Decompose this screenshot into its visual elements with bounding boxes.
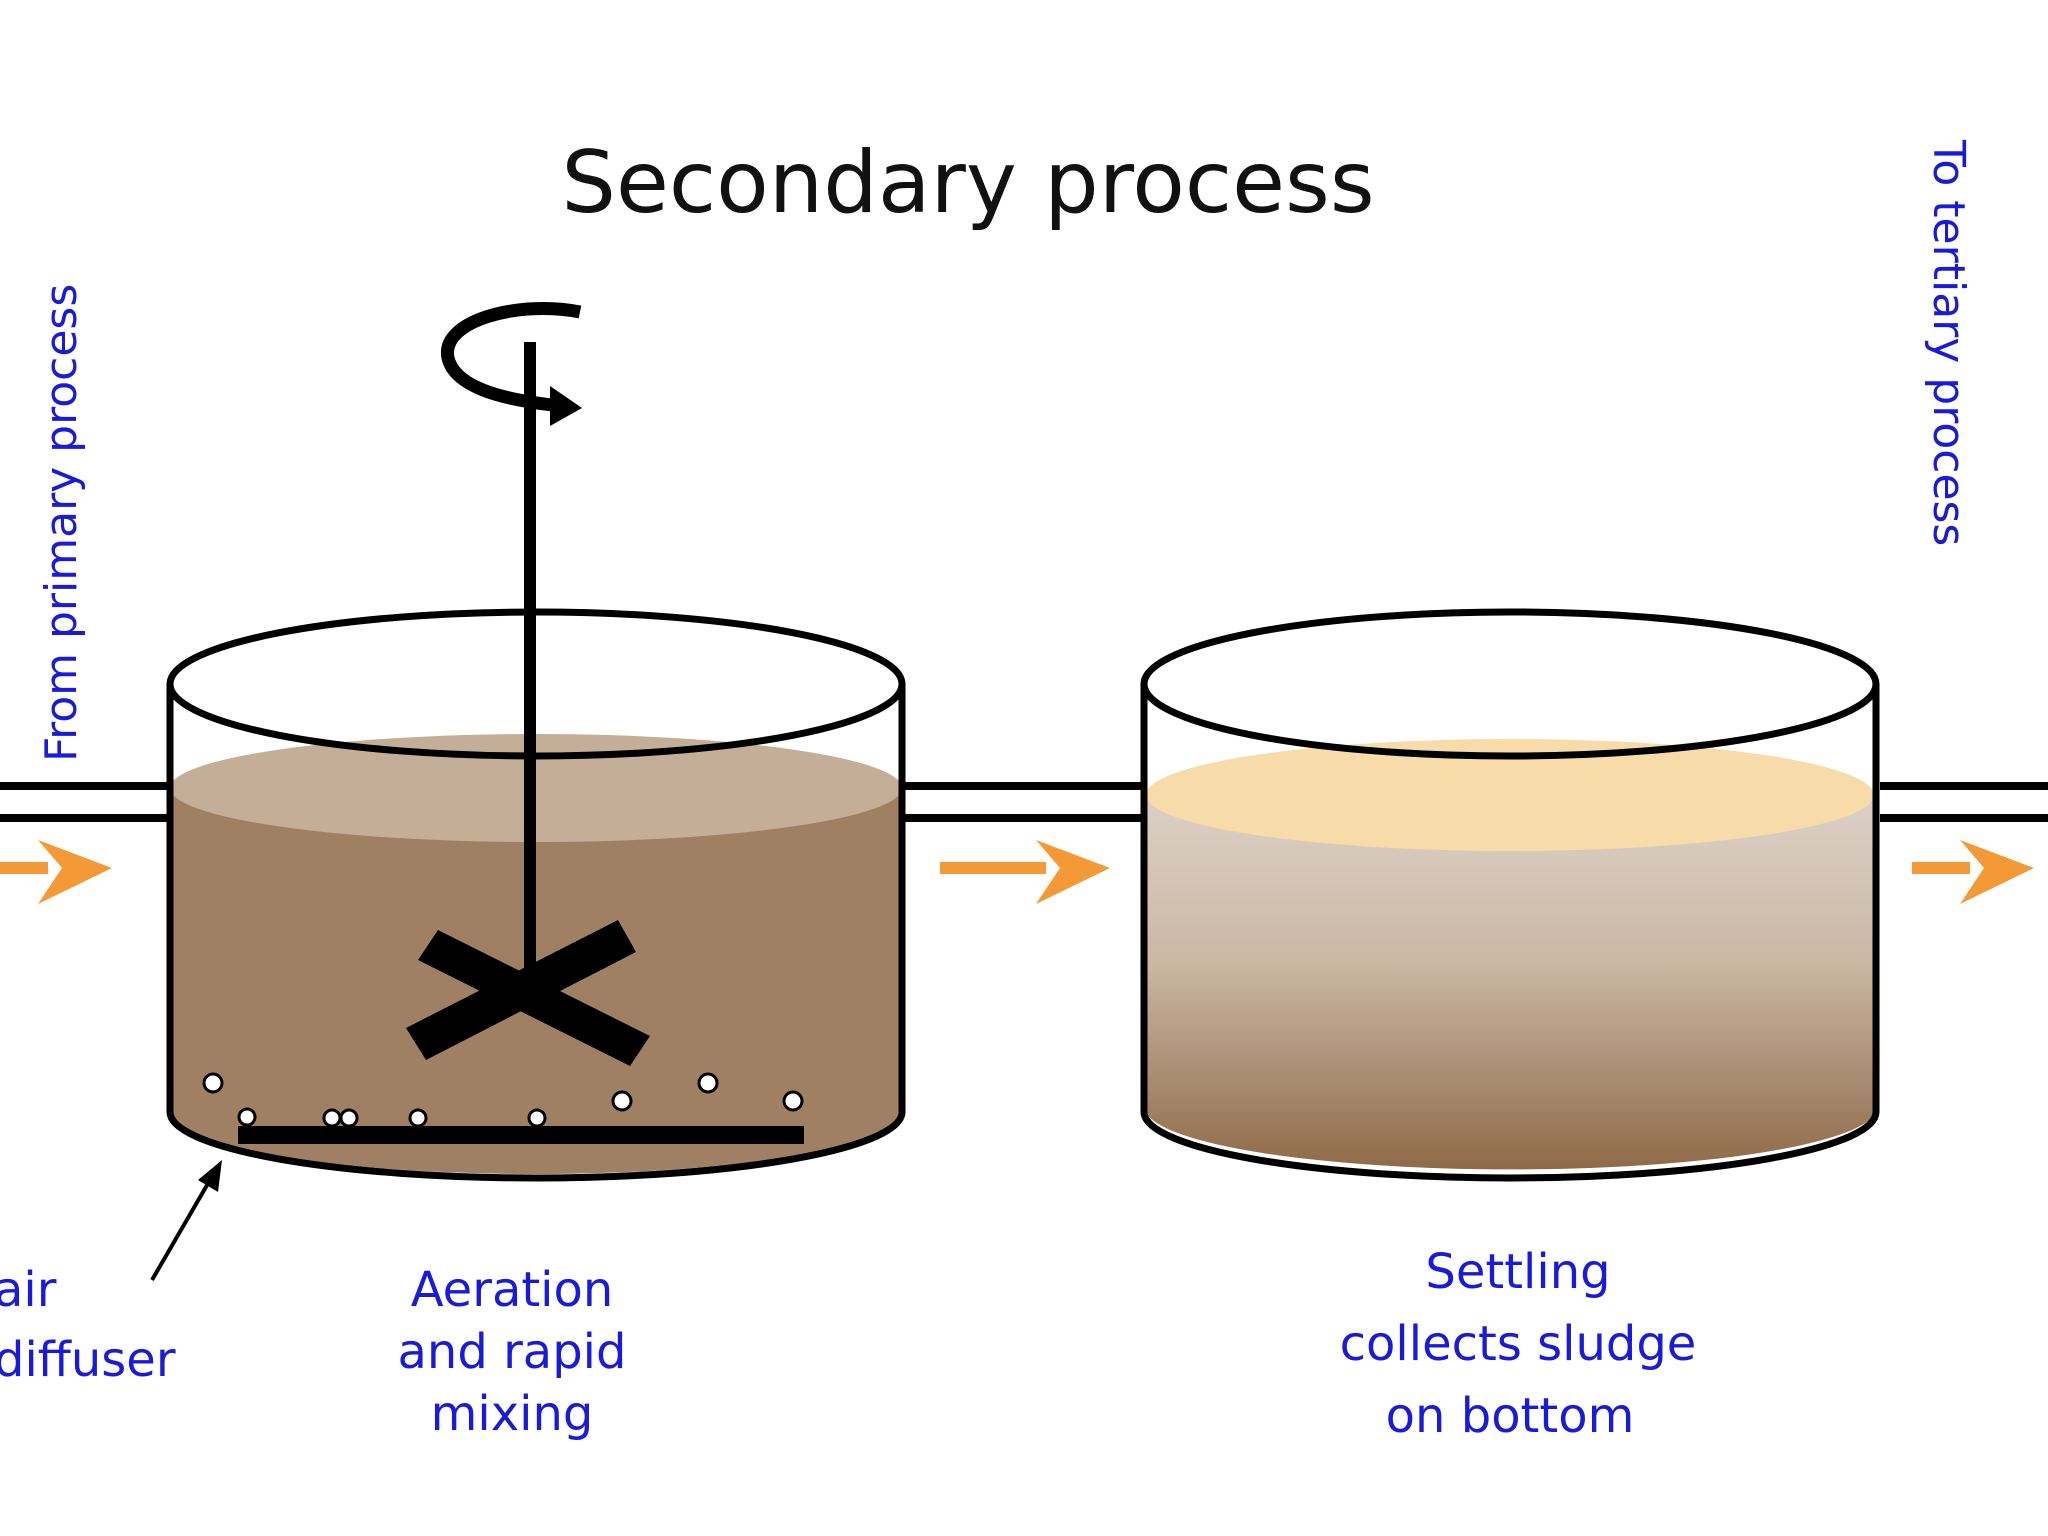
aeration-label: Aeration and rapid mixing [398,1262,627,1442]
settling-liquid [1146,790,1876,1170]
diffuser-pointer-arrow [150,1160,222,1282]
air-bubble [782,1090,804,1112]
settling-label-line3: on bottom [1386,1388,1635,1444]
aeration-label-line2: and rapid [398,1324,627,1380]
air-bubble [611,1090,633,1112]
inlet-label: From primary process [36,284,87,762]
aeration-label-line3: mixing [431,1386,594,1442]
outlet-pipe [1880,782,2048,822]
air-bubble [339,1108,359,1128]
settling-tank-rim [1140,608,1880,760]
aeration-label-line1: Aeration [411,1262,614,1318]
air-bubble [408,1108,428,1128]
air-bubble [527,1108,547,1128]
inlet-flow-arrow [0,840,112,904]
settling-label: Settling collects sludge on bottom [1340,1244,1697,1444]
settling-label-line1: Settling [1425,1244,1610,1300]
settling-label-line2: collects sludge [1340,1316,1697,1372]
air-bubble [237,1107,257,1127]
diffuser-label-line1: air [0,1262,57,1318]
outlet-flow-arrow [1912,840,2034,904]
air-diffuser-bar [238,1126,804,1144]
air-bubble [697,1072,719,1094]
page-title: Secondary process [561,133,1374,233]
mixer-shaft [524,342,536,970]
mixer [406,302,650,1066]
air-bubbles [202,1072,804,1128]
impeller-blade [406,920,636,1060]
inlet-pipe [0,782,170,822]
outlet-label: To tertiary process [1923,139,1974,546]
air-bubble [202,1072,224,1094]
air-bubble [322,1108,342,1128]
diffuser-label-line2: diffuser [0,1332,176,1388]
middle-flow-arrow [940,840,1110,904]
diffuser-label: air diffuser [0,1262,176,1388]
settling-tank [1140,608,1880,1182]
rotation-arrow-icon [441,302,582,413]
connecting-pipe [905,782,1145,822]
settling-clear-layer [1146,739,1874,851]
